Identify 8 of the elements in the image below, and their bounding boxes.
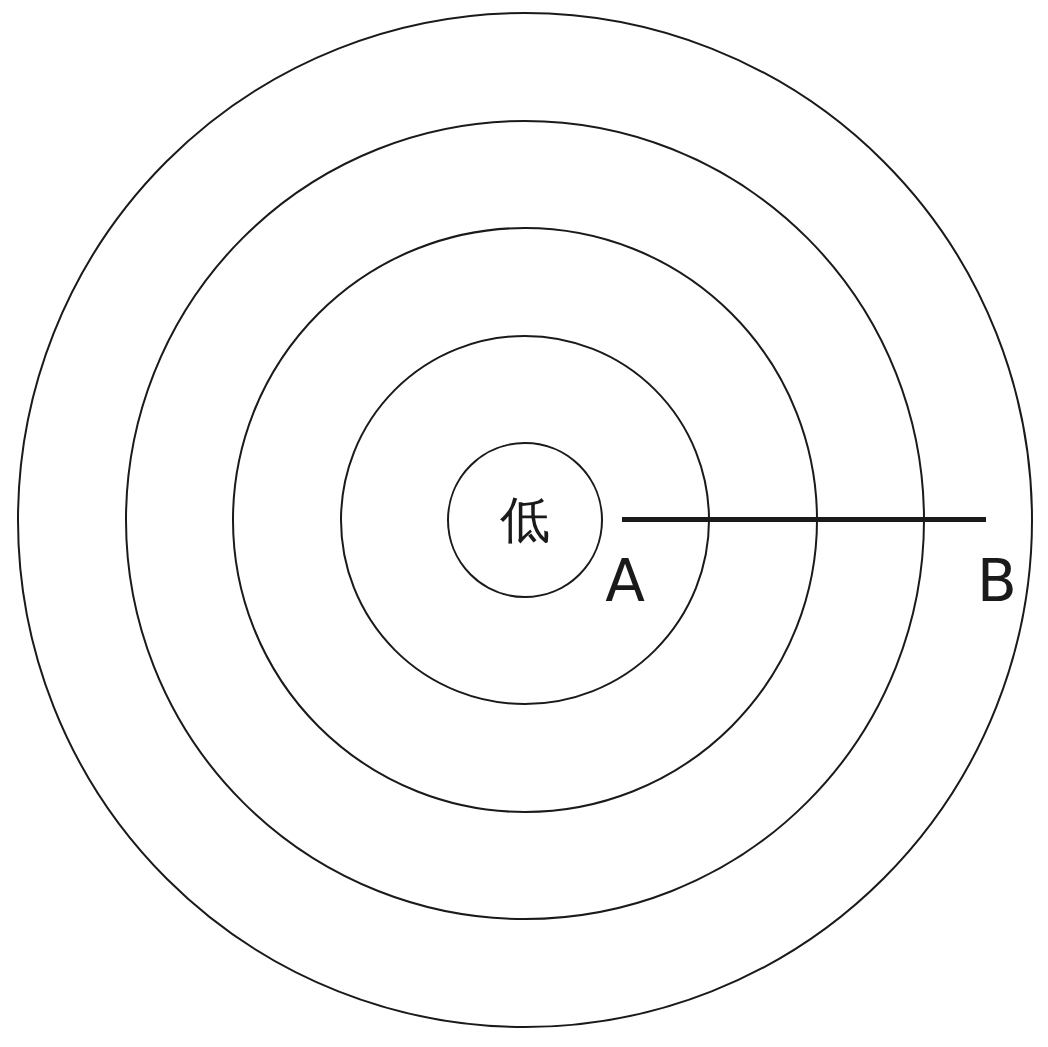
isobar-circle [340,335,710,705]
point-label: B [977,552,1017,610]
isobar-circle [17,12,1033,1028]
isobar-circle [232,227,818,813]
center-label: 低 [500,495,550,545]
point-label: A [605,552,645,610]
isobar-circle [125,120,925,920]
low-pressure-circle [447,442,603,598]
